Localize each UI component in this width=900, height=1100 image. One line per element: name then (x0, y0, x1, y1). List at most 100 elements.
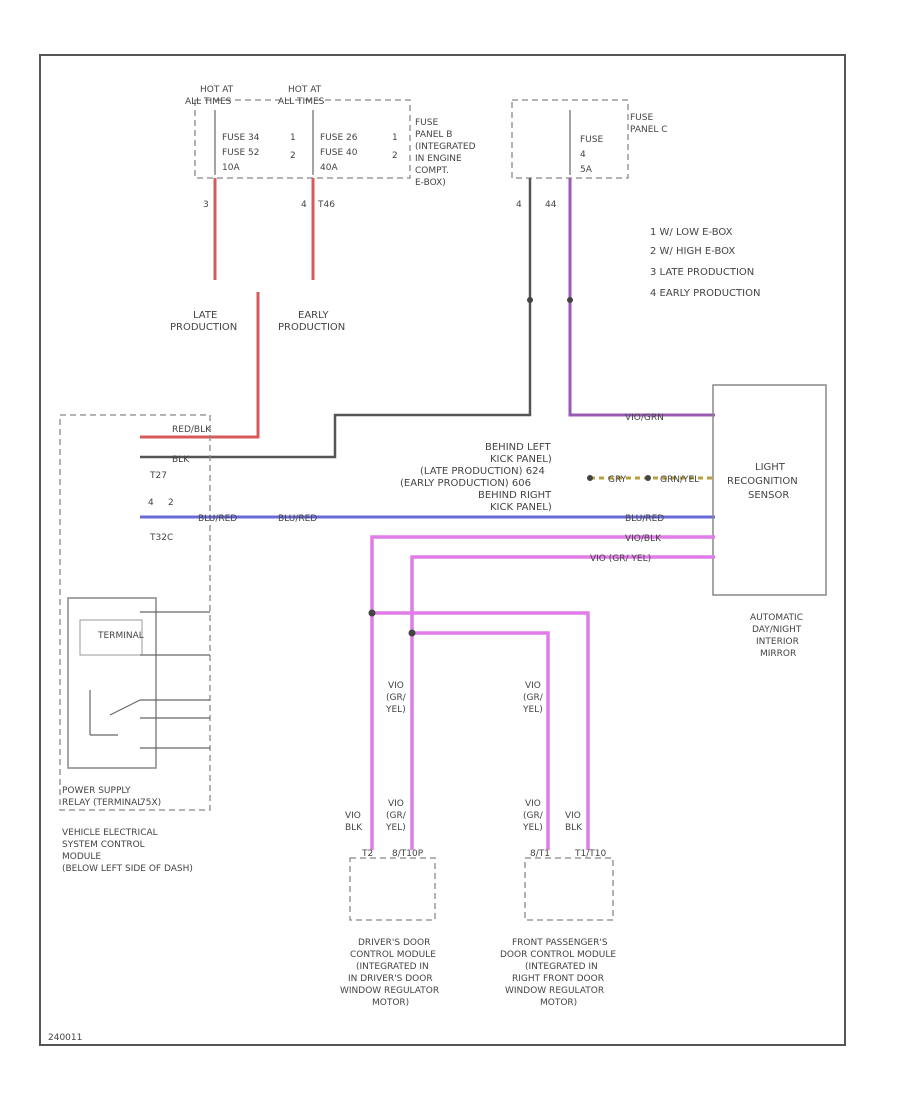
light-sensor-3: SENSOR (748, 490, 789, 501)
wire-vd2: (GR/ (386, 693, 407, 703)
late-label-2: PRODUCTION (170, 322, 237, 333)
fuse-34: FUSE 34 (222, 133, 260, 143)
passenger-door-module-box (524, 857, 614, 921)
wire-b8: YEL) (522, 823, 543, 833)
conn-c4: T1/T10 (574, 849, 606, 859)
fuse-26: FUSE 26 (320, 133, 358, 143)
wire-pink-label-1: VIO/BLK (625, 534, 662, 544)
wire-b3: VIO (388, 799, 404, 809)
auto-mirror-1: AUTOMATIC (750, 613, 803, 623)
pas-label-4: RIGHT FRONT DOOR (512, 974, 604, 984)
light-sensor-1: LIGHT (755, 462, 786, 473)
diagram-frame (39, 54, 846, 1046)
fuse-panel-b-label-6: E-BOX) (415, 178, 446, 188)
pin-4b: 4 (516, 200, 522, 210)
wire-b1: VIO (345, 811, 361, 821)
fuse-52: FUSE 52 (222, 148, 259, 158)
wire-red-main (140, 292, 260, 439)
pas-label-6: MOTOR) (540, 998, 577, 1008)
fuse-panel-b-label-5: COMPT. (415, 166, 449, 176)
drv-label-5: WINDOW REGULATOR (340, 986, 439, 996)
light-sensor-box (712, 384, 827, 596)
fuse-c-label: FUSE (580, 135, 603, 145)
hot-at-2: HOT AT (288, 85, 322, 95)
pin-4-label: 4 (148, 498, 154, 508)
wire-vio-main (568, 178, 715, 417)
fuse-panel-b-label-3: (INTEGRATED (415, 142, 476, 152)
pin-44: 44 (545, 200, 557, 210)
drivers-door-module-box (349, 857, 436, 921)
relay-terminal-box (79, 619, 143, 656)
fuse-panel-b (194, 99, 411, 179)
conn-c1: T2 (361, 849, 373, 859)
early-label-1: EARLY (298, 310, 329, 321)
splice-blk (527, 297, 533, 303)
behind-left-1: BEHIND LEFT (485, 442, 551, 453)
wire-vd3: YEL) (385, 705, 406, 715)
wire-blue-label-2: BLU/RED (278, 514, 317, 524)
splice-yel-1 (587, 475, 593, 481)
wire-pink-2 (410, 555, 715, 850)
t27-label: T27 (149, 471, 167, 481)
psu-label-2: RELAY (TERMINAL (62, 798, 142, 808)
fuse-40: FUSE 40 (320, 148, 358, 158)
hot-at-1b: ALL TIMES (185, 97, 232, 107)
wire-yel-label-2: GRN/YEL (660, 475, 699, 485)
early-label-2: PRODUCTION (278, 322, 345, 333)
fuse-b-n2: 2 (290, 151, 296, 161)
wire-vd5: (GR/ (523, 693, 544, 703)
wire-blk-label: BLK (172, 455, 190, 465)
wire-red-label-1: RED/BLK (172, 425, 212, 435)
vesc-module-box (59, 414, 211, 811)
legend-3: 3 LATE PRODUCTION (650, 267, 754, 278)
wire-vd6: YEL) (522, 705, 543, 715)
late-label-1: LATE (193, 310, 217, 321)
fuse-b-n3: 1 (392, 133, 398, 143)
splice-pink-2 (408, 629, 416, 637)
relay-terminal: TERMINAL (97, 631, 144, 641)
pin-t46: T46 (317, 200, 335, 210)
wire-b4: (GR/ (386, 811, 407, 821)
splice-pink-1 (368, 609, 376, 617)
wire-pink-4 (412, 631, 550, 850)
vesc-label-3: MODULE (62, 852, 101, 862)
wire-blue-label-3: BLU/RED (625, 514, 664, 524)
stamp: 240011 (48, 1033, 82, 1043)
wire-pink-label-2: VIO (GR/ YEL) (590, 554, 651, 564)
pas-label-2: DOOR CONTROL MODULE (500, 950, 616, 960)
fuse-panel-c-label-1: FUSE (630, 113, 653, 123)
pin-2-label: 2 (168, 498, 174, 508)
conn-c2: 8/T10P (392, 849, 424, 859)
wire-b10: BLK (565, 823, 583, 833)
drv-label-1: DRIVER'S DOOR (358, 938, 430, 948)
drv-label-2: CONTROL MODULE (350, 950, 436, 960)
fuse-panel-b-label-1: FUSE (415, 118, 438, 128)
legend-2: 2 W/ HIGH E-BOX (650, 246, 735, 257)
legend-4: 4 EARLY PRODUCTION (650, 288, 760, 299)
splice-vio (567, 297, 573, 303)
wire-blk-main (140, 178, 532, 459)
fuse-b-n1: 1 (290, 133, 296, 143)
fuse-c-amp: 5A (580, 165, 593, 175)
wire-yel-label-1: GRY (608, 475, 627, 485)
auto-mirror-2: DAY/NIGHT (752, 625, 802, 635)
splice-yel-2 (645, 475, 651, 481)
vesc-label-4: (BELOW LEFT SIDE OF DASH) (62, 864, 193, 874)
wire-vd4: VIO (525, 681, 541, 691)
behind-late: (LATE PRODUCTION) 624 (420, 466, 545, 477)
wire-b2: BLK (345, 823, 363, 833)
fuse-10a: 10A (222, 163, 240, 173)
fuse-b-n4: 2 (392, 151, 398, 161)
auto-mirror-3: INTERIOR (756, 637, 799, 647)
wire-b7: (GR/ (523, 811, 544, 821)
light-sensor-2: RECOGNITION (727, 476, 798, 487)
wire-pink-3 (372, 611, 590, 850)
fuse-panel-b-label-4: IN ENGINE (415, 154, 462, 164)
wire-b9: VIO (565, 811, 581, 821)
behind-right-1: BEHIND RIGHT (478, 490, 552, 501)
behind-right-2: KICK PANEL) (490, 502, 552, 513)
fuse-panel-c-label-2: PANEL C (630, 125, 668, 135)
auto-mirror-4: MIRROR (760, 649, 796, 659)
psu-label-3: 75X) (140, 798, 161, 808)
